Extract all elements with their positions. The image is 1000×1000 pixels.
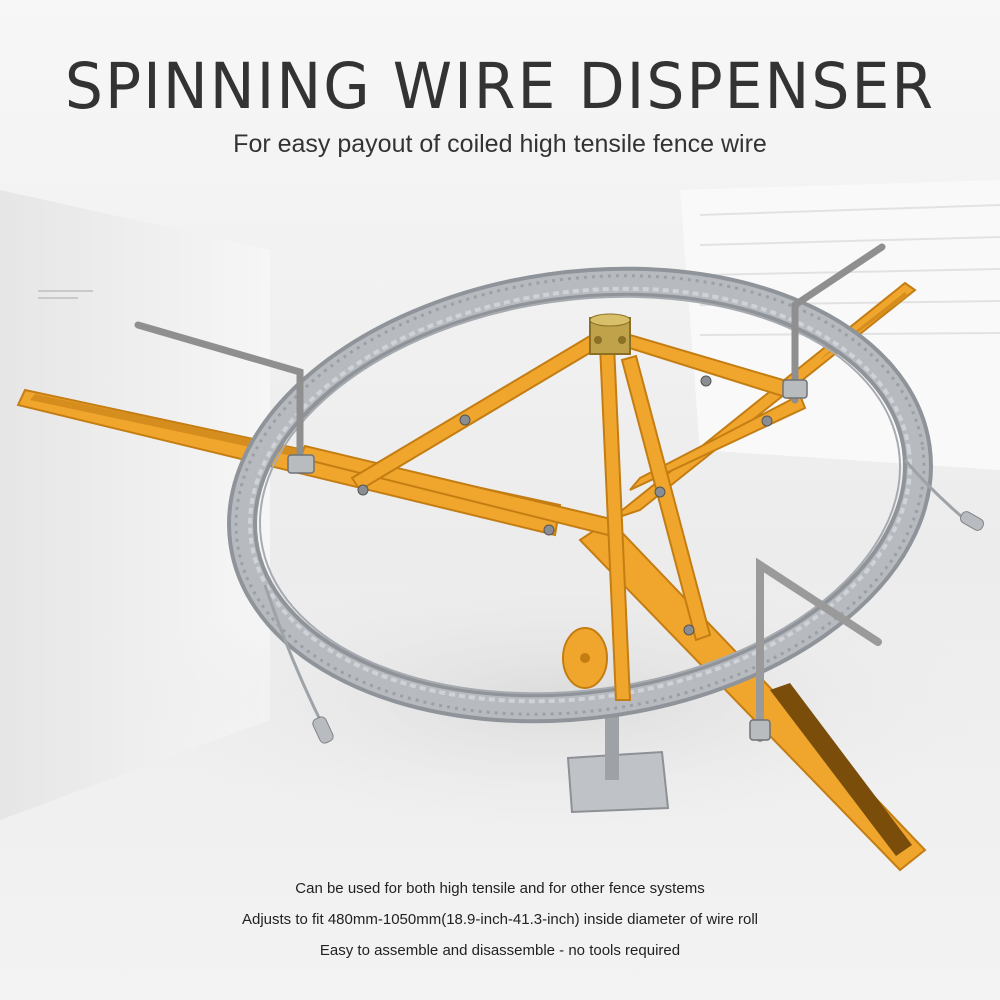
feature-item: Can be used for both high tensile and fo… — [295, 880, 705, 897]
crank-handle-front — [756, 557, 882, 742]
wire-end-cap-left — [312, 716, 334, 744]
page-title: SPINNING WIRE DISPENSER — [64, 50, 936, 124]
feature-item: Easy to assemble and disassemble - no to… — [319, 942, 681, 959]
center-hub — [589, 313, 631, 355]
crank-handle-left — [134, 321, 304, 474]
bottom-flange — [562, 627, 608, 689]
page-subtitle: For easy payout of coiled high tensile f… — [233, 130, 767, 158]
decorative-lines — [38, 290, 93, 304]
wire-end-cap-right — [959, 511, 985, 531]
feature-item: Adjusts to fit 480mm-1050mm(18.9-inch-41… — [241, 911, 759, 928]
frame-struts — [298, 328, 807, 701]
feature-list: Can be used for both high tensile and fo… — [0, 878, 1000, 971]
bolts — [357, 375, 773, 636]
base-plate — [566, 700, 670, 814]
crank-handle-right — [791, 243, 886, 404]
wire-coil — [227, 266, 933, 724]
wing-nuts — [287, 379, 808, 741]
